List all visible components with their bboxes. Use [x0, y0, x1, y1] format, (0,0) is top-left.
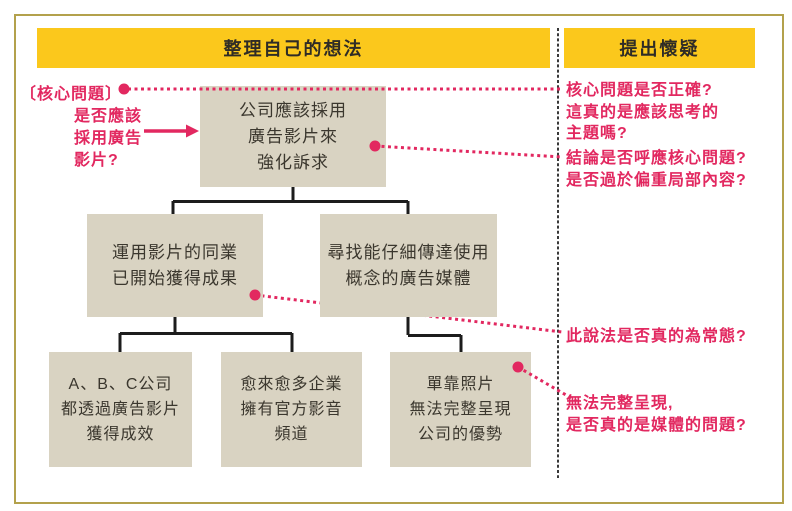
- tree-connector-root-branches: [171, 187, 410, 215]
- leader-dot-icon-leaf3: [512, 361, 524, 373]
- core-problem-question: 是否應該 採用廣告 影片?: [74, 108, 143, 169]
- doubt-note-1: 核心問題是否正確? 這真的是應該思考的 主題嗎?: [566, 82, 720, 142]
- tree-connector-branch2-leaf3: [406, 317, 463, 353]
- tree-branch-box-2: 尋找能仔細傳達使用 概念的廣告媒體: [320, 214, 497, 317]
- header-left-panel: 整理自己的想法: [37, 28, 550, 68]
- doubt-note-3: 此說法是否真的為常態?: [566, 328, 747, 345]
- header-right-panel: 提出懷疑: [564, 28, 755, 68]
- doubt-note-4: 無法完整呈現, 是否真的是媒體的問題?: [566, 395, 747, 434]
- tree-leaf-box-2: 愈來愈多企業 擁有官方影音 頻道: [221, 352, 362, 467]
- leader-dot-icon-rootbox: [369, 140, 381, 152]
- tree-branch-box-1: 運用影片的同業 已開始獲得成果: [87, 214, 263, 317]
- leader-line-root-doubt2: [374, 144, 563, 159]
- tree-leaf-box-3: 單靠照片 無法完整呈現 公司的優勢: [390, 352, 531, 467]
- tree-connector-branch1-leaves: [118, 317, 294, 353]
- arrow-right-icon: [144, 124, 199, 138]
- tree-root-box: 公司應該採用 廣告影片來 強化訴求: [200, 86, 386, 187]
- leader-dot-icon-corelabel: [118, 83, 130, 95]
- header-right-title: 提出懷疑: [619, 39, 700, 59]
- leader-dot-icon-branch1: [249, 289, 261, 301]
- tree-leaf-box-1: A、B、C公司 都透過廣告影片 獲得成效: [49, 352, 192, 467]
- header-left-title: 整理自己的想法: [223, 39, 364, 59]
- core-problem-label: 〔核心問題〕: [20, 86, 123, 103]
- doubt-note-2: 結論是否呼應核心問題? 是否過於偏重局部內容?: [566, 150, 747, 189]
- leader-line-leaf3-doubt4: [517, 365, 579, 404]
